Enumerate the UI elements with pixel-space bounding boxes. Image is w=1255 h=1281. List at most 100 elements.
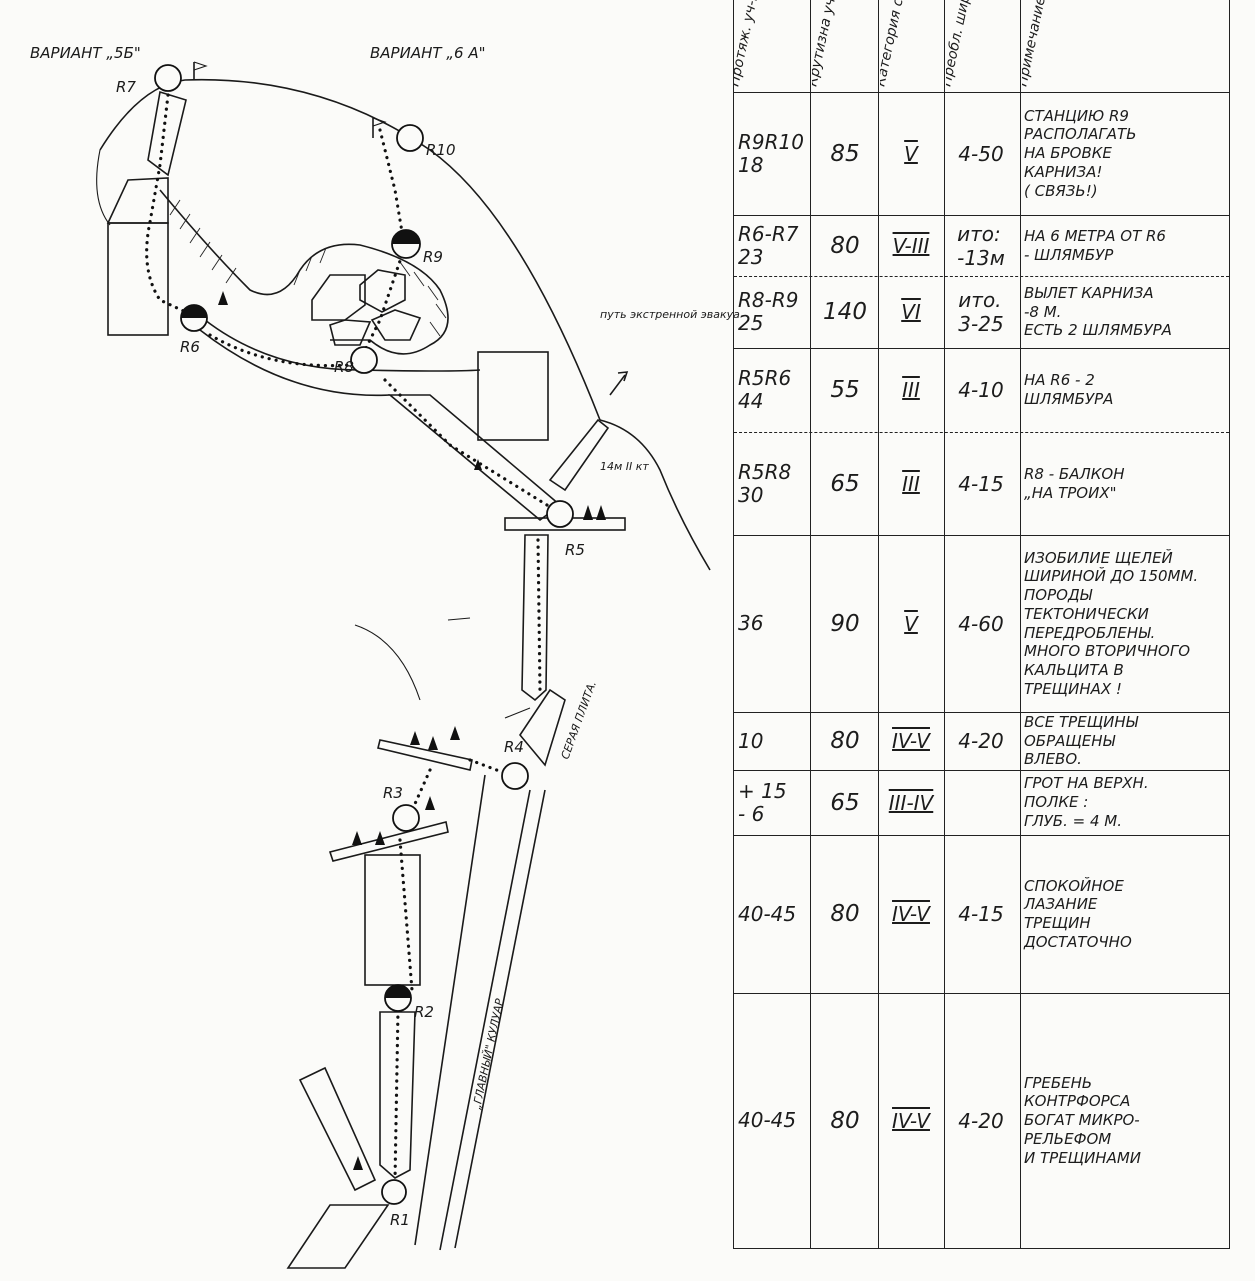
svg-text:R7: R7: [116, 78, 136, 96]
main-couloir-label: „ГЛАВНЫЙ" КУЛУАР: [470, 997, 506, 1110]
r7-slab: [106, 177, 169, 224]
header-crack-width: Преобл. ширина трещин: [946, 0, 1020, 92]
station-r8: R8: [334, 346, 378, 376]
steepness-cell: 65: [830, 470, 860, 497]
svg-text:R9: R9: [423, 248, 443, 266]
category-cell: VI: [901, 300, 921, 324]
couloir-mid-wall: [439, 789, 531, 1251]
svg-text:R2: R2: [414, 1003, 434, 1021]
steepness-cell: 140: [823, 299, 867, 325]
arc-tick: [447, 617, 471, 621]
note-cell: вылет карниза -8 м. Есть 2 шлямбура: [1024, 283, 1172, 340]
summit-flag-left: [193, 61, 208, 80]
note-cell: Грот на верхн. полке : глуб. = 4 м.: [1024, 774, 1149, 830]
steepness-cell: 90: [830, 610, 860, 637]
station-r3: R3: [383, 784, 420, 832]
category-cell: III: [902, 471, 920, 496]
r7-chimney: [147, 90, 187, 177]
crack-width-cell: ито: -13м: [957, 221, 1005, 270]
note-cell: R8 - балкон „на троих": [1024, 464, 1125, 502]
ridge-right-outline: [599, 419, 711, 571]
svg-text:R6: R6: [180, 338, 200, 356]
segment-cell: R5R8 30: [738, 459, 792, 507]
note-cell: все трещины обращены влево.: [1024, 712, 1138, 769]
category-cell: IV-V: [892, 729, 930, 753]
svg-text:R8: R8: [334, 358, 354, 376]
ledge-line-lower: [199, 329, 391, 397]
arc-left: [354, 624, 421, 701]
table-header-row: Протяж. уч-ка (м) Крутизна уч-ка (°) Кат…: [734, 0, 1229, 93]
segment-length-label: 14м II кт: [600, 460, 649, 473]
header-note: Примечание: [1022, 0, 1050, 88]
crack-width-cell: 4-10: [958, 378, 1004, 402]
crack-width-cell: [947, 770, 1015, 835]
segment-cell: R8-R9 25: [738, 288, 799, 335]
column-divider-4: [1020, 0, 1021, 1248]
rope-line-r1-r2: [393, 1008, 400, 1182]
couloir-right-wall: [454, 789, 546, 1249]
evacuation-chimney: [548, 418, 610, 492]
steepness-cell: 80: [830, 232, 860, 259]
segment-cell: R9R10 18: [738, 129, 804, 177]
ledge-r4: [377, 739, 473, 771]
note-cell: на 6 метра от R6 - шлямбур: [1024, 226, 1166, 264]
rope-line-r8-r9: [363, 253, 404, 352]
steepness-cell: 55: [830, 377, 860, 403]
category-cell: III-IV: [888, 790, 934, 815]
table-row: R5R8 30 65 III 4-15 R8 - балкон „на троих": [734, 432, 1229, 536]
svg-text:R4: R4: [504, 738, 524, 756]
ridge-lower-edge: [96, 149, 111, 226]
category-cell: V: [904, 141, 918, 166]
side-chimney: [298, 1066, 377, 1192]
variant-6a-label: ВАРИАНТ „6 А": [370, 44, 486, 62]
start-slab: [286, 1204, 390, 1269]
station-r7: R7: [116, 64, 182, 96]
wall-block-r2-r3: [364, 854, 421, 986]
variant-5b-label: ВАРИАНТ „5Б": [30, 44, 141, 62]
route-description-table: Протяж. уч-ка (м) Крутизна уч-ка (°) Кат…: [733, 0, 1230, 1249]
steepness-cell: 80: [830, 728, 860, 754]
overhang-outline: [159, 189, 449, 355]
evacuation-arrow-head: [617, 371, 629, 382]
segment-cell: R6-R7 23: [738, 221, 799, 269]
steepness-cell: 65: [830, 789, 860, 816]
note-cell: Станцию R9 располагать на бровке карниза…: [1024, 106, 1137, 200]
route-topo-diagram: ВАРИАНТ „5Б" ВАРИАНТ „6 А": [30, 44, 740, 1269]
grey-slab-label: СЕРАЯ ПЛИТА.: [559, 679, 599, 761]
arc-tick-2: [504, 707, 531, 719]
crack-width-cell: 4-60: [958, 611, 1004, 636]
summit-flag-right: [372, 117, 387, 138]
segment-cell: 40-45: [738, 1108, 797, 1132]
crack-width-cell: 4-15: [958, 471, 1004, 496]
category-cell: V: [904, 611, 918, 636]
grey-slab: [519, 688, 566, 767]
rope-line-r7-r6: [145, 93, 194, 317]
header-length: Протяж. уч-ка (м): [734, 0, 769, 89]
rope-line-r5-r8: [383, 378, 557, 512]
column-divider-3: [944, 0, 945, 1248]
steepness-cell: 85: [830, 140, 860, 167]
station-r10: R10: [396, 124, 456, 159]
header-category: Категория сложн.: [880, 0, 916, 88]
station-r1: R1: [381, 1179, 410, 1229]
segment-cell: 10: [738, 728, 764, 753]
note-cell: изобилие щелей шириной до 150мм. породы …: [1024, 548, 1199, 698]
rope-line-r4-r5: [536, 538, 542, 692]
wall-block-right: [477, 351, 549, 441]
segment-cell: 40-45: [738, 901, 797, 926]
note-cell: Гребень контрфорса богат микро- рельефом…: [1024, 1073, 1142, 1167]
rope-line-r6-r8: [208, 333, 352, 368]
crack-r4-r5: [521, 534, 549, 702]
crack-width-cell: 4-50: [958, 141, 1004, 166]
column-divider-2: [878, 0, 879, 1248]
ramp-r5-r8: [387, 394, 562, 522]
column-divider-1: [810, 0, 811, 1248]
rope-line-r2-r3: [398, 838, 414, 992]
segment-cell: + 15 - 6: [738, 778, 787, 826]
note-cell: Спокойное лазание трещин достаточно: [1024, 876, 1132, 951]
